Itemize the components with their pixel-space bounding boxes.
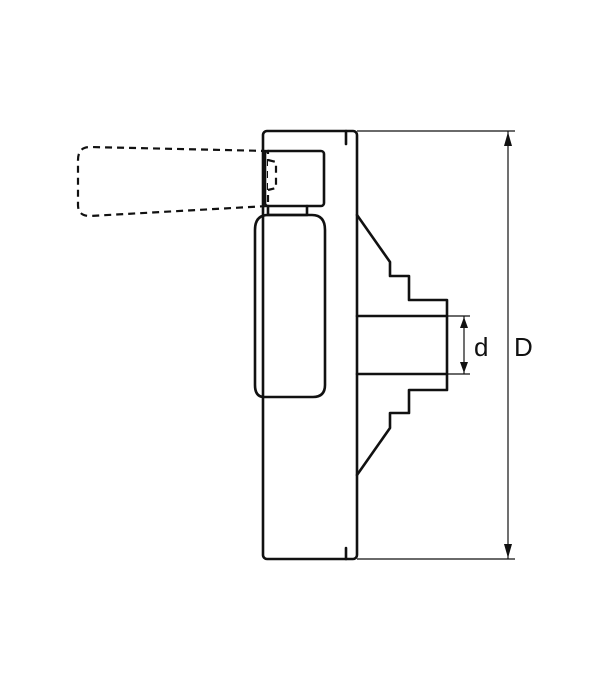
handle-pivot-block	[263, 149, 326, 208]
d-outer-dimension	[357, 130, 515, 560]
hub-profile	[355, 213, 449, 477]
d-dimension	[447, 315, 470, 375]
label-D: D	[514, 332, 533, 362]
wheel-rim	[261, 129, 359, 561]
handle-collar	[266, 204, 309, 217]
shaft-bore	[355, 314, 449, 376]
label-d: d	[474, 332, 488, 362]
folding-handle-grip	[253, 213, 327, 399]
dashed-folded-handle	[76, 145, 278, 218]
